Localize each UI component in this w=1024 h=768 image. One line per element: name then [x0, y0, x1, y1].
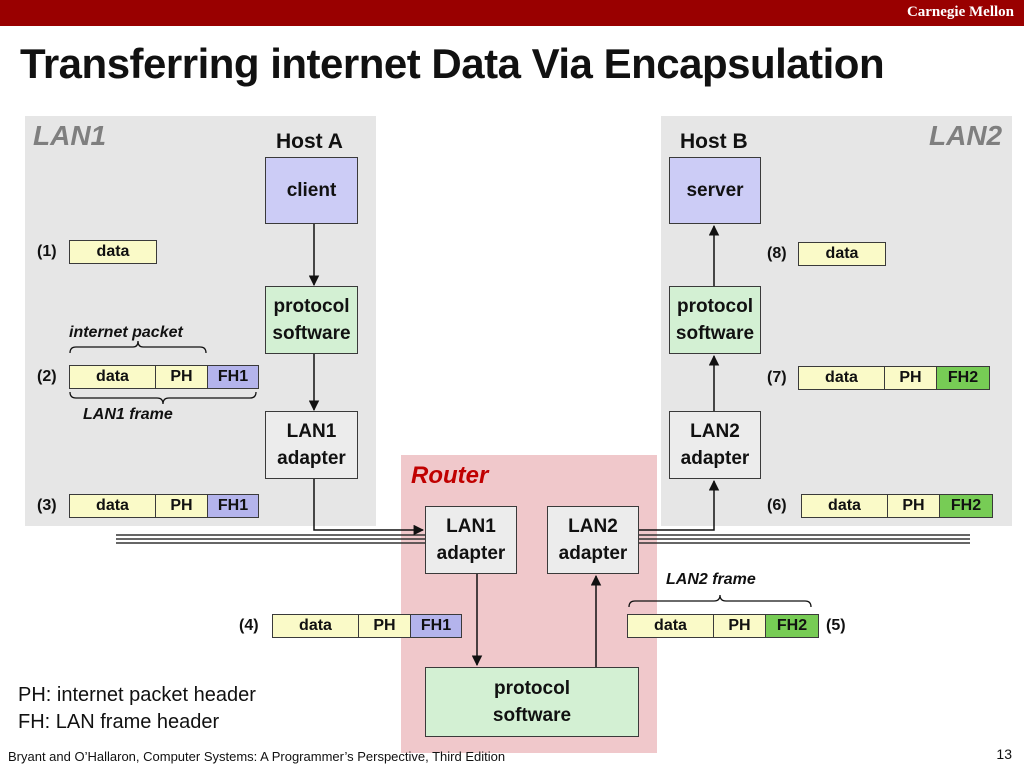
adapter-line2: adapter: [277, 448, 346, 469]
ph-cell: PH: [888, 495, 940, 517]
host-b-lan2-adapter: LAN2 adapter: [669, 411, 761, 479]
step-7-label: (7): [767, 369, 787, 386]
network-wire-right: [639, 534, 970, 544]
data-cell: data: [799, 243, 885, 265]
lan2-frame-brace: [628, 594, 812, 608]
fh1-cell: FH1: [208, 366, 258, 388]
lan2-label: LAN2: [929, 120, 1003, 151]
data-cell: data: [799, 367, 885, 389]
page-number: 13: [996, 746, 1012, 762]
step-2-label: (2): [37, 368, 57, 385]
adapter-line2: adapter: [680, 448, 750, 469]
packet-6: data PH FH2: [801, 494, 993, 518]
client-label: client: [286, 180, 337, 201]
fh1-cell: FH1: [208, 495, 258, 517]
ph-cell: PH: [359, 615, 411, 637]
arrow-router-to-lan2-adapter: [639, 479, 720, 531]
protocol-line1: protocol: [493, 678, 570, 699]
router-protocol-software: protocol software: [425, 667, 639, 737]
adapter-line1: LAN1: [286, 421, 337, 442]
data-cell: data: [70, 495, 156, 517]
packet-7: data PH FH2: [798, 366, 990, 390]
step-8-label: (8): [767, 245, 787, 262]
server-label: server: [686, 180, 744, 201]
packet-5: data PH FH2: [627, 614, 819, 638]
fh2-cell: FH2: [940, 495, 992, 517]
protocol-line1: protocol: [273, 296, 350, 317]
ph-cell: PH: [156, 366, 208, 388]
internet-packet-brace: [69, 340, 207, 354]
host-a-protocol-software: protocol software: [265, 286, 358, 354]
data-cell: data: [70, 241, 156, 263]
packet-1: data: [69, 240, 157, 264]
protocol-line2: software: [675, 323, 755, 344]
data-cell: data: [70, 366, 156, 388]
data-cell: data: [802, 495, 888, 517]
protocol-line2: software: [492, 705, 572, 726]
header-bar: Carnegie Mellon: [0, 0, 1024, 26]
host-b-protocol-software: protocol software: [669, 286, 761, 354]
fh2-cell: FH2: [937, 367, 989, 389]
lan2-frame-annotation: LAN2 frame: [666, 571, 756, 588]
footer-citation: Bryant and O’Hallaron, Computer Systems:…: [8, 749, 506, 764]
lan1-label: LAN1: [33, 120, 107, 151]
ph-cell: PH: [885, 367, 937, 389]
router-lan2-adapter: LAN2 adapter: [547, 506, 639, 574]
step-4-label: (4): [239, 617, 259, 634]
adapter-line1: LAN1: [446, 516, 496, 537]
ph-cell: PH: [156, 495, 208, 517]
adapter-line2: adapter: [436, 543, 506, 564]
router-lan1-adapter: LAN1 adapter: [425, 506, 517, 574]
fh1-cell: FH1: [411, 615, 461, 637]
step-6-label: (6): [767, 497, 787, 514]
legend-ph: PH: internet packet header: [18, 684, 256, 706]
data-cell: data: [628, 615, 714, 637]
ph-cell: PH: [714, 615, 766, 637]
adapter-line1: LAN2: [690, 421, 740, 442]
host-b-label: Host B: [680, 130, 748, 153]
fh2-cell: FH2: [766, 615, 818, 637]
server-box: server: [669, 157, 761, 224]
host-a-label: Host A: [276, 130, 343, 153]
step-1-label: (1): [37, 243, 57, 260]
protocol-line1: protocol: [676, 296, 753, 317]
network-wire-left: [116, 534, 425, 544]
lan1-frame-brace: [69, 391, 257, 405]
packet-3: data PH FH1: [69, 494, 259, 518]
client-box: client: [265, 157, 358, 224]
packet-8: data: [798, 242, 886, 266]
arrow-adapter-to-router: [313, 479, 425, 536]
packet-2: data PH FH1: [69, 365, 259, 389]
lan1-frame-annotation: LAN1 frame: [83, 406, 173, 423]
step-5-label: (5): [826, 617, 846, 634]
step-3-label: (3): [37, 497, 57, 514]
legend: PH: internet packet header FH: LAN frame…: [18, 682, 256, 736]
router-label: Router: [411, 462, 489, 489]
brand-text: Carnegie Mellon: [906, 4, 1014, 20]
legend-fh: FH: LAN frame header: [18, 711, 220, 733]
protocol-line2: software: [272, 323, 351, 344]
slide-title: Transferring internet Data Via Encapsula…: [20, 40, 885, 87]
host-a-lan1-adapter: LAN1 adapter: [265, 411, 358, 479]
adapter-line2: adapter: [558, 543, 628, 564]
packet-4: data PH FH1: [272, 614, 462, 638]
data-cell: data: [273, 615, 359, 637]
internet-packet-annotation: internet packet: [69, 324, 183, 341]
adapter-line1: LAN2: [568, 516, 618, 537]
